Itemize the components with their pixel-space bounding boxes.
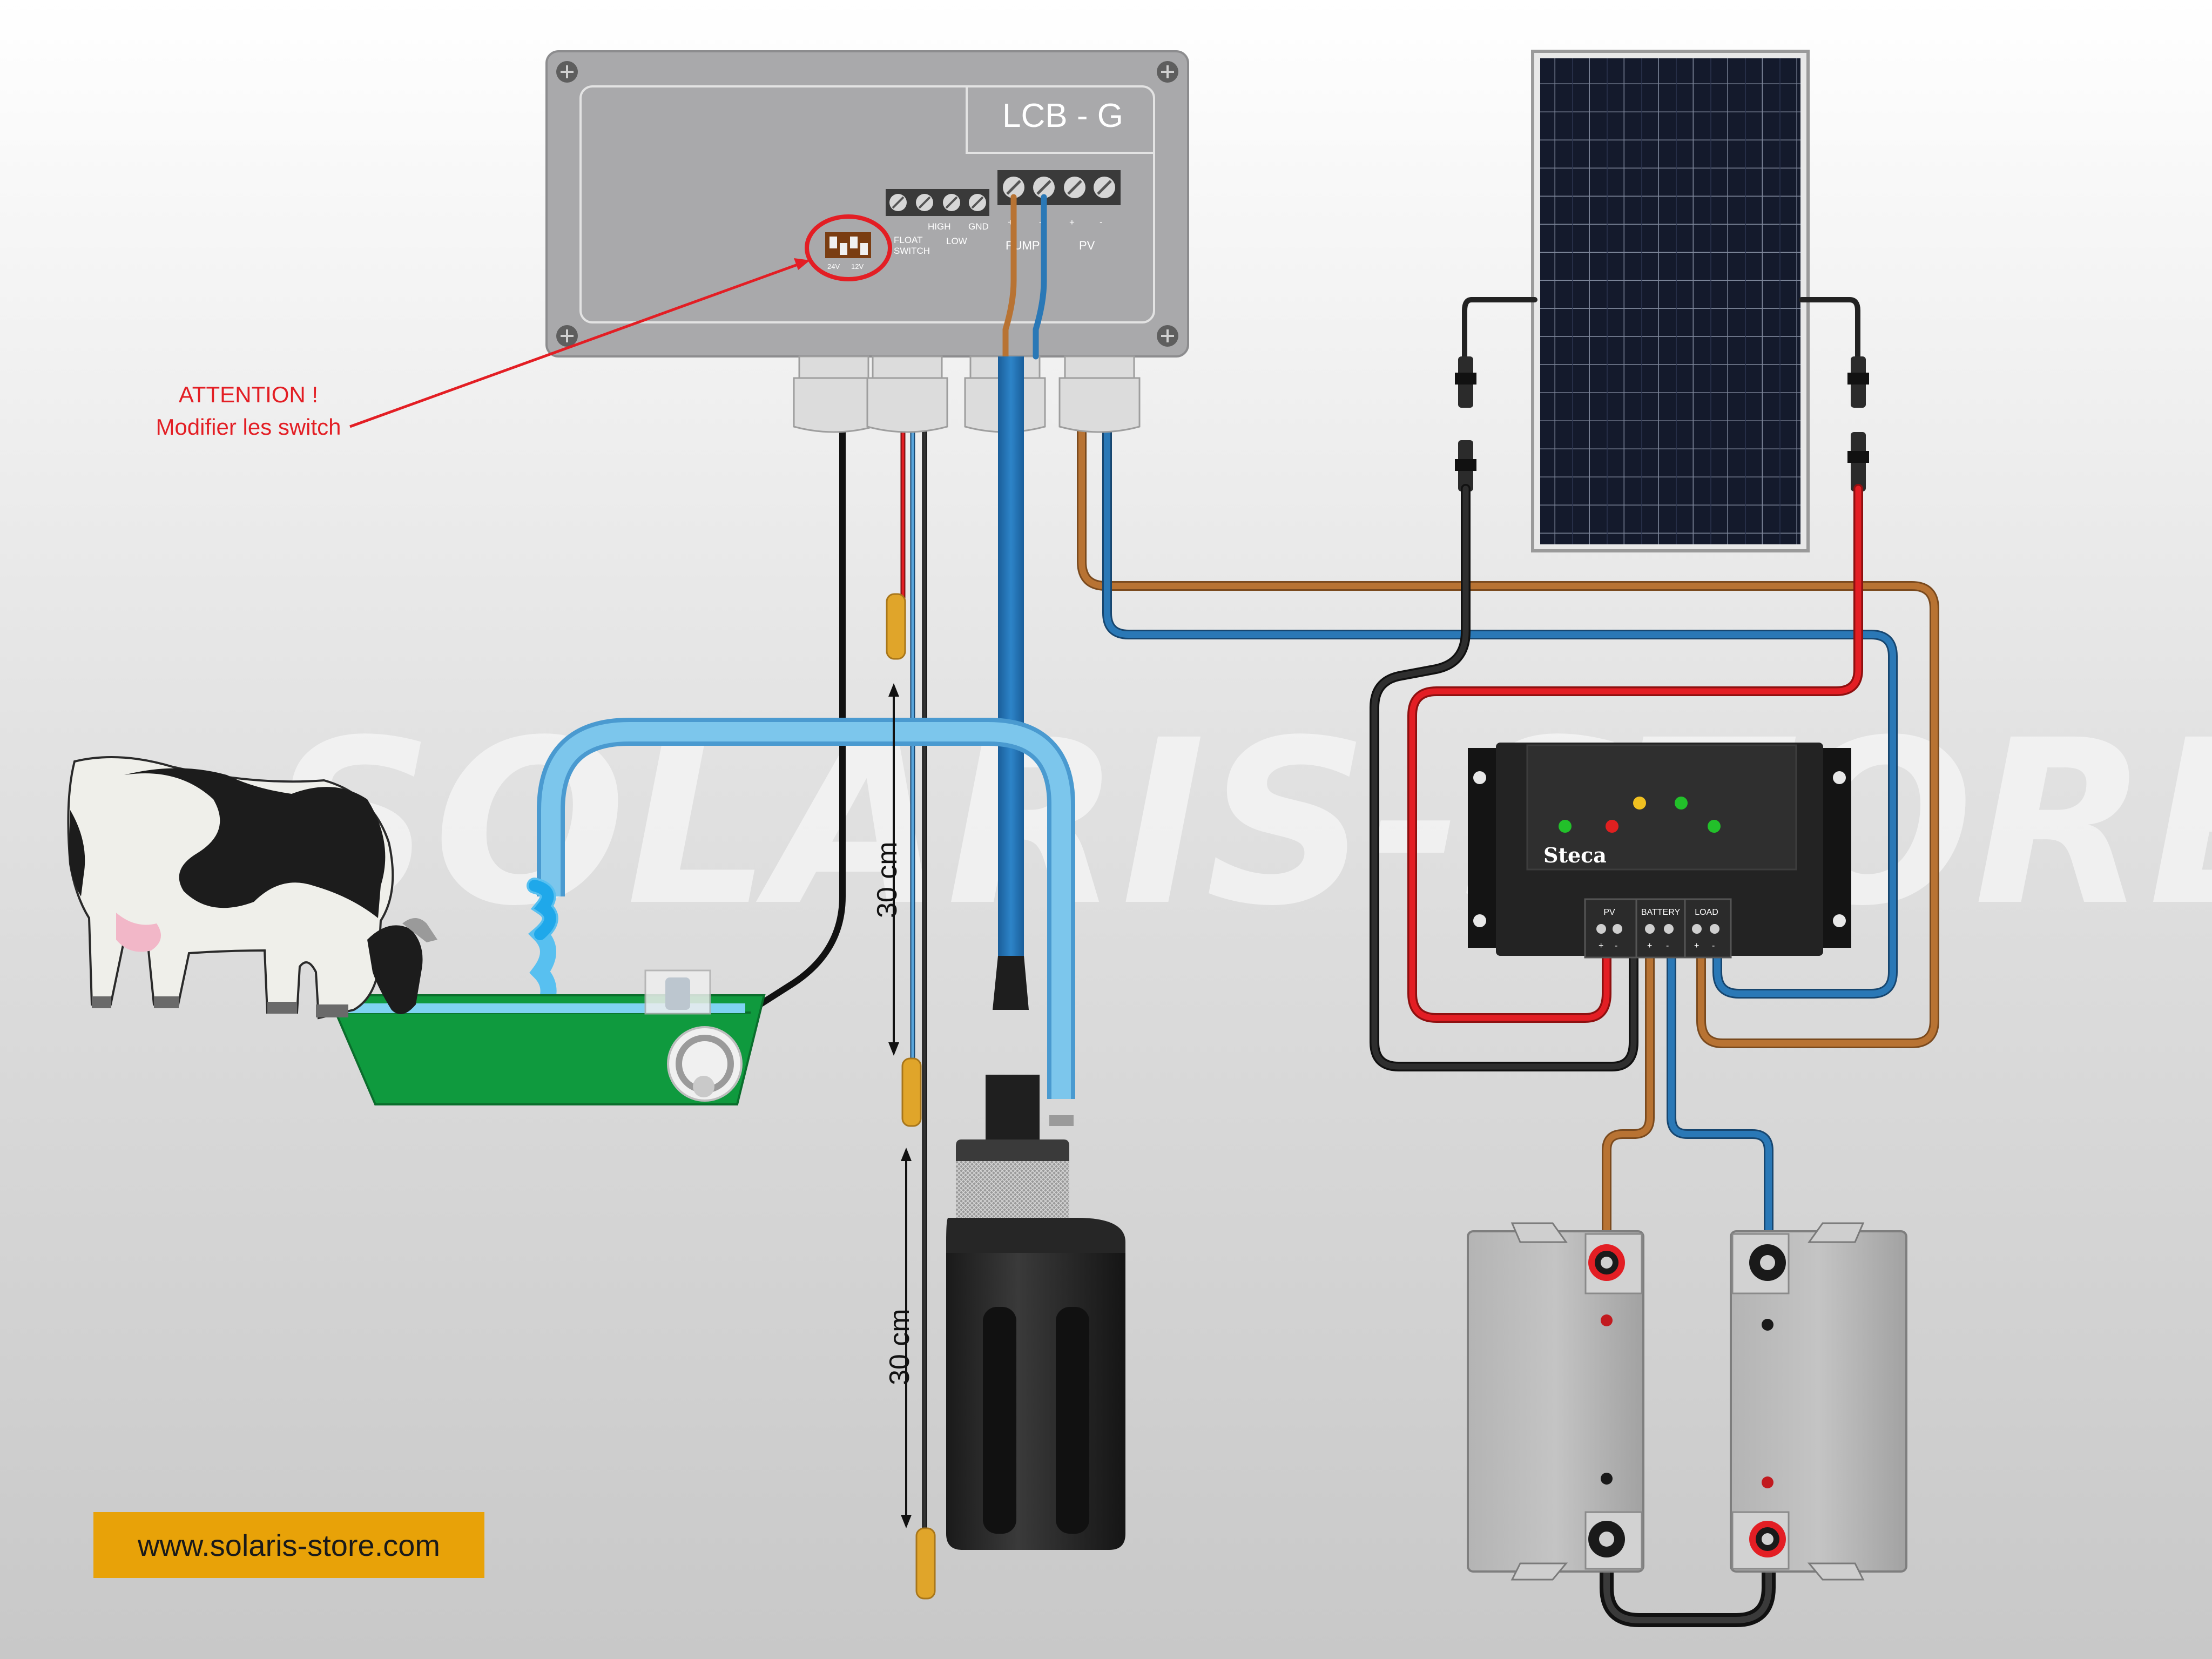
steca-charge-controller: Steca PV BATTERY LOAD + - + - + - [1468, 743, 1851, 959]
arrow-head-icon [794, 258, 810, 270]
power-terminal-block: + - + - PUMP PV [997, 170, 1121, 252]
minus-icon [1601, 1473, 1613, 1485]
svg-text:PV: PV [1079, 239, 1095, 252]
cow-illustration [67, 756, 437, 1020]
status-led [1606, 820, 1618, 833]
mc4-connector-right-male [1847, 356, 1869, 408]
svg-text:-: - [1100, 217, 1103, 227]
svg-text:SWITCH: SWITCH [894, 246, 930, 256]
svg-text:LOAD: LOAD [1695, 908, 1718, 917]
warning-line-1: ATTENTION ! [179, 382, 318, 407]
minus-icon [1762, 1319, 1773, 1331]
svg-text:GND: GND [968, 221, 989, 232]
website-banner: www.solaris-store.com [93, 1512, 484, 1578]
warning-line-2: Modifier les switch [156, 414, 341, 440]
water-flow [527, 878, 558, 1013]
battery-positive-wire [1602, 951, 1655, 1242]
dip-switch-highlight [805, 214, 892, 281]
panel-leads [1462, 297, 1860, 375]
svg-text:-: - [1666, 941, 1669, 950]
svg-text:LOW: LOW [946, 236, 967, 246]
svg-text:+: + [1647, 941, 1652, 950]
svg-text:12V: 12V [851, 262, 864, 271]
status-led [1633, 797, 1646, 810]
status-led [1708, 820, 1721, 833]
cable-glands [793, 355, 1141, 433]
measure-upper: 30 cm [872, 683, 903, 1056]
box-title: LCB - G [1002, 97, 1123, 134]
water-hose [537, 718, 1075, 1099]
measure-lower-label: 30 cm [884, 1309, 915, 1385]
svg-text:FLOAT: FLOAT [894, 235, 923, 245]
svg-text:-: - [1712, 941, 1715, 950]
float-sensor-high [886, 593, 906, 660]
svg-text:24V: 24V [827, 262, 840, 271]
battery-left [1467, 1222, 1644, 1581]
plus-icon [1601, 1314, 1613, 1326]
svg-text:+: + [1694, 941, 1699, 950]
measure-lower: 30 cm [884, 1148, 915, 1528]
svg-text:-: - [1615, 941, 1617, 950]
float-sensor-low [901, 1057, 922, 1127]
svg-text:BATTERY: BATTERY [1641, 908, 1681, 917]
warning-annotation: ATTENTION ! Modifier les switch [156, 258, 810, 440]
sensor-terminal-block: FLOAT SWITCH HIGH LOW GND [886, 189, 989, 256]
svg-text:HIGH: HIGH [928, 221, 951, 232]
water-trough [326, 969, 766, 1105]
submersible-pump [946, 956, 1125, 1550]
pump-cable-sheath [998, 356, 1024, 967]
solar-panel [1531, 50, 1810, 552]
mc4-connector-right-female [1847, 432, 1869, 491]
box-screw-icons [556, 61, 1178, 347]
mc4-connector-left-female [1455, 440, 1476, 491]
dip-switch: 24V 12V [825, 232, 871, 271]
measure-upper-label: 30 cm [872, 841, 903, 918]
steca-brand: Steca [1543, 843, 1607, 867]
lcb-g-controller-box: LCB - G [545, 50, 1189, 358]
battery-right [1730, 1222, 1907, 1581]
svg-text:+: + [1008, 217, 1013, 227]
status-led [1675, 797, 1688, 810]
pump-power-wires [1002, 194, 1047, 360]
status-led [1559, 820, 1572, 833]
svg-text:-: - [1039, 217, 1042, 227]
plus-icon [1762, 1476, 1773, 1488]
svg-text:PV: PV [1603, 908, 1615, 917]
svg-text:+: + [1599, 941, 1603, 950]
mc4-connector-left-male [1455, 356, 1476, 408]
svg-text:+: + [1069, 217, 1075, 227]
float-sensor-ground [915, 1527, 936, 1600]
status-leds [1559, 797, 1721, 833]
